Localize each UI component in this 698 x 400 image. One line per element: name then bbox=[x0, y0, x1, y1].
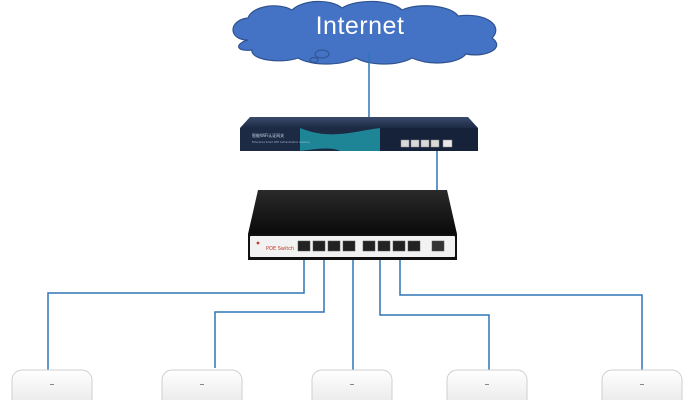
router-port bbox=[400, 139, 410, 148]
switch-port bbox=[312, 240, 326, 252]
router-brand-text: 智能WiFi认证网关 bbox=[252, 132, 284, 138]
poe-switch-device: POE Switch bbox=[248, 190, 457, 260]
router-port bbox=[442, 139, 453, 148]
access-point bbox=[311, 369, 393, 400]
router-port bbox=[410, 139, 420, 148]
ap-led bbox=[485, 384, 489, 385]
switch-top-face bbox=[248, 190, 457, 234]
router-sub-text: Enterprise Smart WiFi Authentication Gat… bbox=[252, 140, 311, 144]
ap-led bbox=[50, 384, 54, 385]
link-switch-ap1 bbox=[47, 253, 305, 372]
access-point bbox=[161, 369, 243, 400]
cloud-shape bbox=[232, 0, 498, 65]
router-top-face bbox=[240, 117, 478, 128]
ap-led bbox=[350, 384, 354, 385]
switch-port bbox=[362, 240, 376, 252]
cloud-tail-2 bbox=[309, 57, 319, 63]
switch-label: POE Switch bbox=[266, 246, 294, 252]
switch-poe-ports bbox=[297, 240, 445, 252]
router-device: 智能WiFi认证网关 Enterprise Smart WiFi Authent… bbox=[240, 117, 478, 151]
switch-port bbox=[392, 240, 406, 252]
access-point bbox=[11, 369, 93, 400]
access-point-leds bbox=[50, 384, 644, 385]
router-accent-swoosh bbox=[300, 128, 380, 151]
internet-cloud: Internet bbox=[232, 0, 498, 65]
switch-port bbox=[297, 240, 311, 252]
router-port bbox=[430, 139, 440, 148]
switch-port bbox=[342, 240, 356, 252]
switch-power-led bbox=[256, 241, 260, 245]
ap-led bbox=[200, 384, 204, 385]
switch-uplink-port bbox=[431, 240, 445, 252]
switch-port bbox=[377, 240, 391, 252]
ap-led bbox=[640, 384, 644, 385]
link-switch-ap5 bbox=[399, 253, 643, 372]
access-point bbox=[601, 369, 683, 400]
switch-port bbox=[407, 240, 421, 252]
access-point bbox=[446, 369, 528, 400]
router-port bbox=[420, 139, 430, 148]
switch-port bbox=[327, 240, 341, 252]
cloud-tail-1 bbox=[314, 49, 330, 59]
network-links bbox=[47, 52, 643, 372]
link-switch-ap2 bbox=[214, 253, 325, 368]
cloud-label: Internet bbox=[316, 12, 405, 40]
router-accent-bar bbox=[380, 128, 478, 151]
router-ports bbox=[400, 139, 453, 148]
link-switch-ap4 bbox=[379, 253, 490, 370]
access-points bbox=[11, 369, 683, 400]
